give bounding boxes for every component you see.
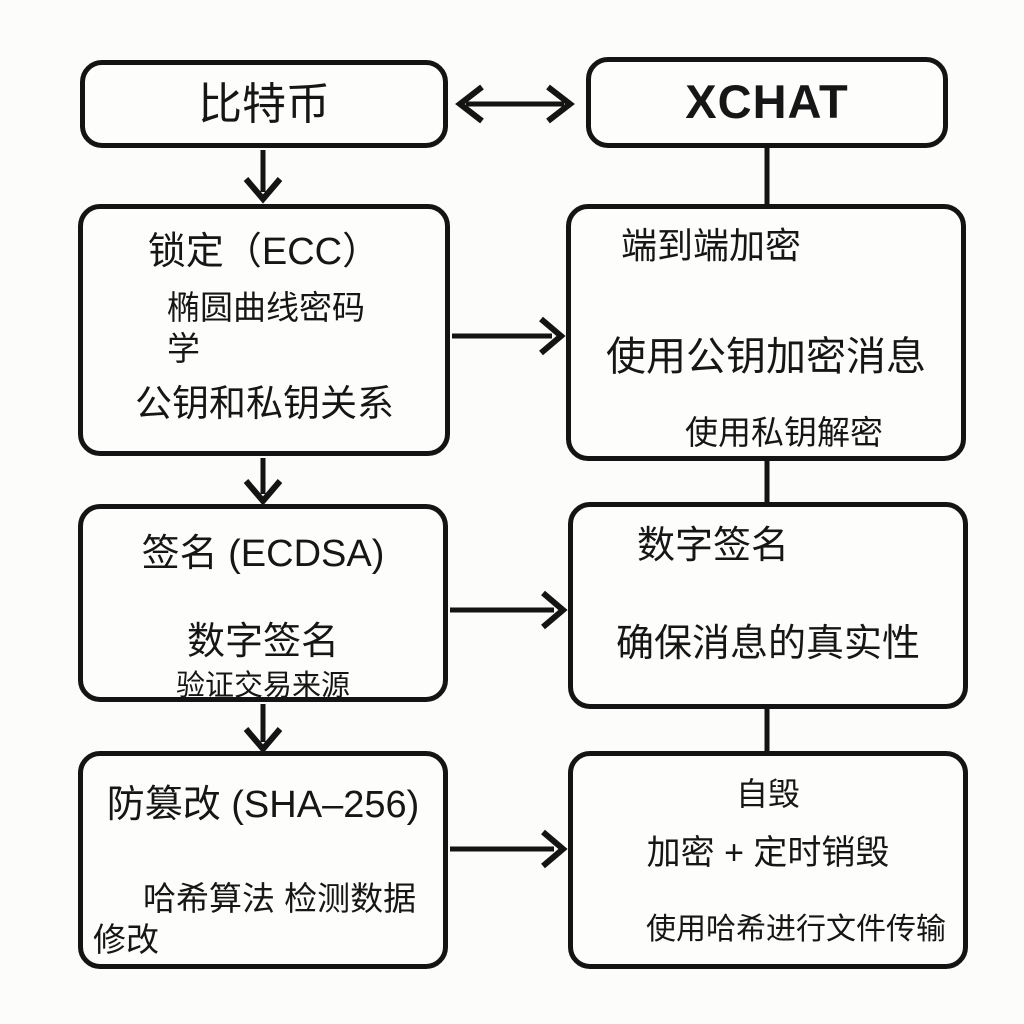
- node-body: 确保消息的真实性: [615, 622, 920, 665]
- node-heading: 自毁: [735, 776, 800, 812]
- arrow-right-icon: [452, 316, 566, 356]
- node-body: 哈希算法 检测数据: [143, 879, 417, 917]
- arrow-down-icon: [243, 458, 283, 506]
- node-body: 公钥和私钥关系: [135, 383, 394, 424]
- node-bitcoin: 比特币: [80, 60, 448, 148]
- node-heading: 数字签名: [637, 525, 790, 567]
- node-xchat: XCHAT: [586, 57, 948, 148]
- node-digital-signature: 数字签名 确保消息的真实性: [568, 502, 968, 709]
- node-note: 使用私钥解密: [685, 414, 883, 451]
- arrow-down-icon: [243, 150, 283, 204]
- node-note: 使用哈希进行文件传输: [646, 912, 946, 946]
- node-ecc-lock: 锁定（ECC） 椭圆曲线密码 学 公钥和私钥关系: [78, 204, 450, 456]
- node-body: 修改: [93, 920, 159, 958]
- node-body: 加密 + 定时销毁: [646, 834, 890, 872]
- node-body: 使用公钥加密消息: [606, 335, 926, 379]
- double-arrow-icon: [455, 84, 575, 124]
- node-heading: 锁定（ECC）: [147, 231, 381, 273]
- node-heading: 签名 (ECDSA): [141, 533, 385, 575]
- node-heading: 端到端加密: [621, 225, 802, 266]
- arrow-right-icon: [450, 590, 568, 630]
- node-title: XCHAT: [685, 75, 849, 129]
- node-tamper-proof-sha256: 防篡改 (SHA–256) 哈希算法 检测数据 修改: [78, 751, 448, 969]
- node-subtext: 椭圆曲线密码 学: [167, 288, 365, 367]
- arrow-right-icon: [450, 829, 568, 869]
- node-heading: 防篡改 (SHA–256): [106, 784, 420, 826]
- node-self-destruct: 自毁 加密 + 定时销毁 使用哈希进行文件传输: [568, 751, 968, 969]
- node-note: 验证交易来源: [175, 670, 350, 702]
- node-title: 比特币: [198, 79, 330, 129]
- arrow-down-icon: [243, 704, 283, 754]
- node-e2e-encryption: 端到端加密 使用公钥加密消息 使用私钥解密: [566, 204, 966, 461]
- node-body: 数字签名: [186, 620, 339, 663]
- node-signature-ecdsa: 签名 (ECDSA) 数字签名 验证交易来源: [78, 504, 448, 702]
